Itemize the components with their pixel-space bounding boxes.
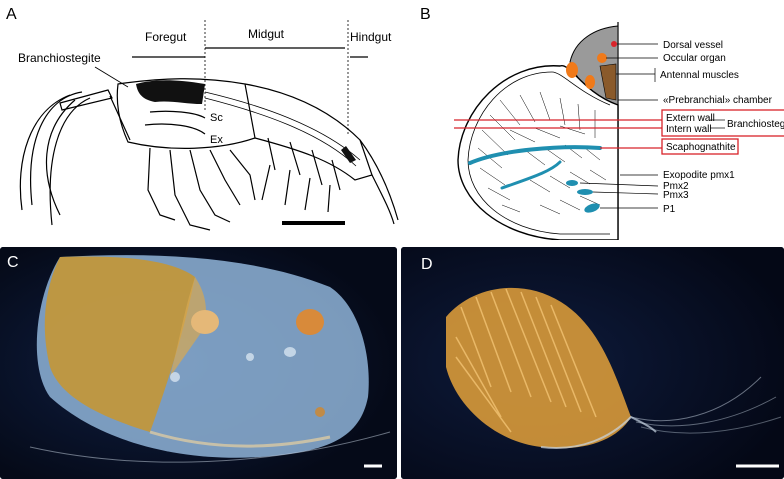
antennal-muscle-orange-2	[585, 75, 595, 89]
panel-a: A Foregut Midgut Hindgut Branchiostegite	[0, 0, 410, 240]
branchiostegite-leader	[95, 67, 128, 87]
dorsal-vessel-shape	[611, 41, 617, 47]
branchiostegite-label: Branchiostegite	[18, 51, 101, 65]
ex-label: Ex	[210, 134, 223, 146]
panel-b: B	[410, 0, 784, 240]
p1-label: P1	[663, 204, 676, 215]
panel-c-letter: C	[7, 254, 19, 272]
occular-organ-label: Occular organ	[663, 53, 726, 64]
panel-a-figure: Foregut Midgut Hindgut Branchiostegite	[0, 0, 410, 240]
panel-d-photo: D	[401, 247, 784, 479]
prebranchial-chamber-label: «Prebranchial» chamber	[663, 95, 773, 106]
pmx3-label: Pmx3	[663, 190, 689, 201]
pmx3-shape	[577, 189, 593, 195]
branchiostegite-label-b: Branchiostegite	[727, 119, 784, 130]
panel-b-figure: Dorsal vessel Occular organ Antennal mus…	[410, 0, 784, 240]
extern-wall-label: Extern wall	[666, 113, 715, 124]
sc-label: Sc	[210, 112, 223, 124]
panel-c-photo: C	[0, 247, 397, 479]
shrimp-outline	[20, 79, 398, 230]
intern-wall-label: Intern wall	[666, 124, 712, 135]
pmx2-shape	[566, 180, 578, 186]
dark-organ-mass	[136, 80, 205, 104]
antennal-muscles-label: Antennal muscles	[660, 70, 739, 81]
midgut-label: Midgut	[248, 27, 285, 41]
scaphognathite-label: Scaphognathite	[666, 142, 736, 153]
branchial-chamber	[458, 66, 618, 240]
dorsal-vessel-label: Dorsal vessel	[663, 40, 723, 51]
antennal-muscle-orange-1	[566, 62, 578, 78]
occular-organ-shape	[597, 53, 607, 63]
foregut-label: Foregut	[145, 30, 187, 44]
panel-d-letter: D	[421, 256, 433, 274]
exopodite-label: Exopodite pmx1	[663, 170, 735, 181]
hindgut-label: Hindgut	[350, 30, 392, 44]
